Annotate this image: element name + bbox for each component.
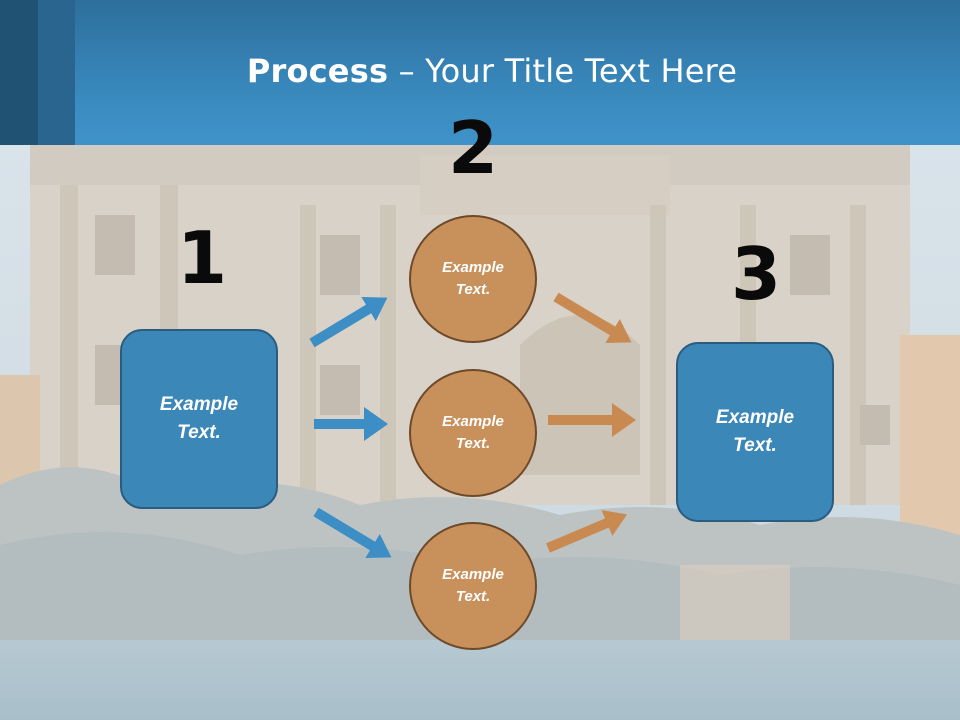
slide-title-rest: – Your Title Text Here	[388, 52, 738, 90]
arrow-right-up-blue	[309, 297, 388, 348]
circle-top-label: Example Text.	[442, 258, 504, 299]
circle-top[interactable]: Example Text.	[409, 215, 537, 343]
header-accent-strip	[0, 0, 38, 145]
step-number-1: 1	[177, 216, 228, 300]
step-number-2: 2	[448, 106, 499, 190]
start-box[interactable]: Example Text.	[120, 329, 278, 509]
end-box[interactable]: Example Text.	[676, 342, 834, 522]
end-box-label: Example Text.	[715, 406, 795, 457]
slide-title[interactable]: Process – Your Title Text Here	[0, 52, 960, 90]
header-band	[0, 0, 960, 145]
circle-middle-label: Example Text.	[442, 412, 504, 453]
arrow-right-blue	[314, 407, 388, 441]
header-accent-strip-secondary	[38, 0, 75, 145]
arrow-right-up-orange	[546, 510, 628, 553]
circle-bottom-label: Example Text.	[442, 565, 504, 606]
arrow-right-down-orange	[553, 292, 632, 343]
circle-bottom[interactable]: Example Text.	[409, 522, 537, 650]
arrow-right-orange	[548, 403, 636, 437]
circle-middle[interactable]: Example Text.	[409, 369, 537, 497]
step-number-3: 3	[731, 232, 782, 316]
start-box-label: Example Text.	[159, 393, 239, 444]
slide-title-bold: Process	[246, 52, 389, 90]
arrow-right-down-blue	[313, 507, 392, 558]
